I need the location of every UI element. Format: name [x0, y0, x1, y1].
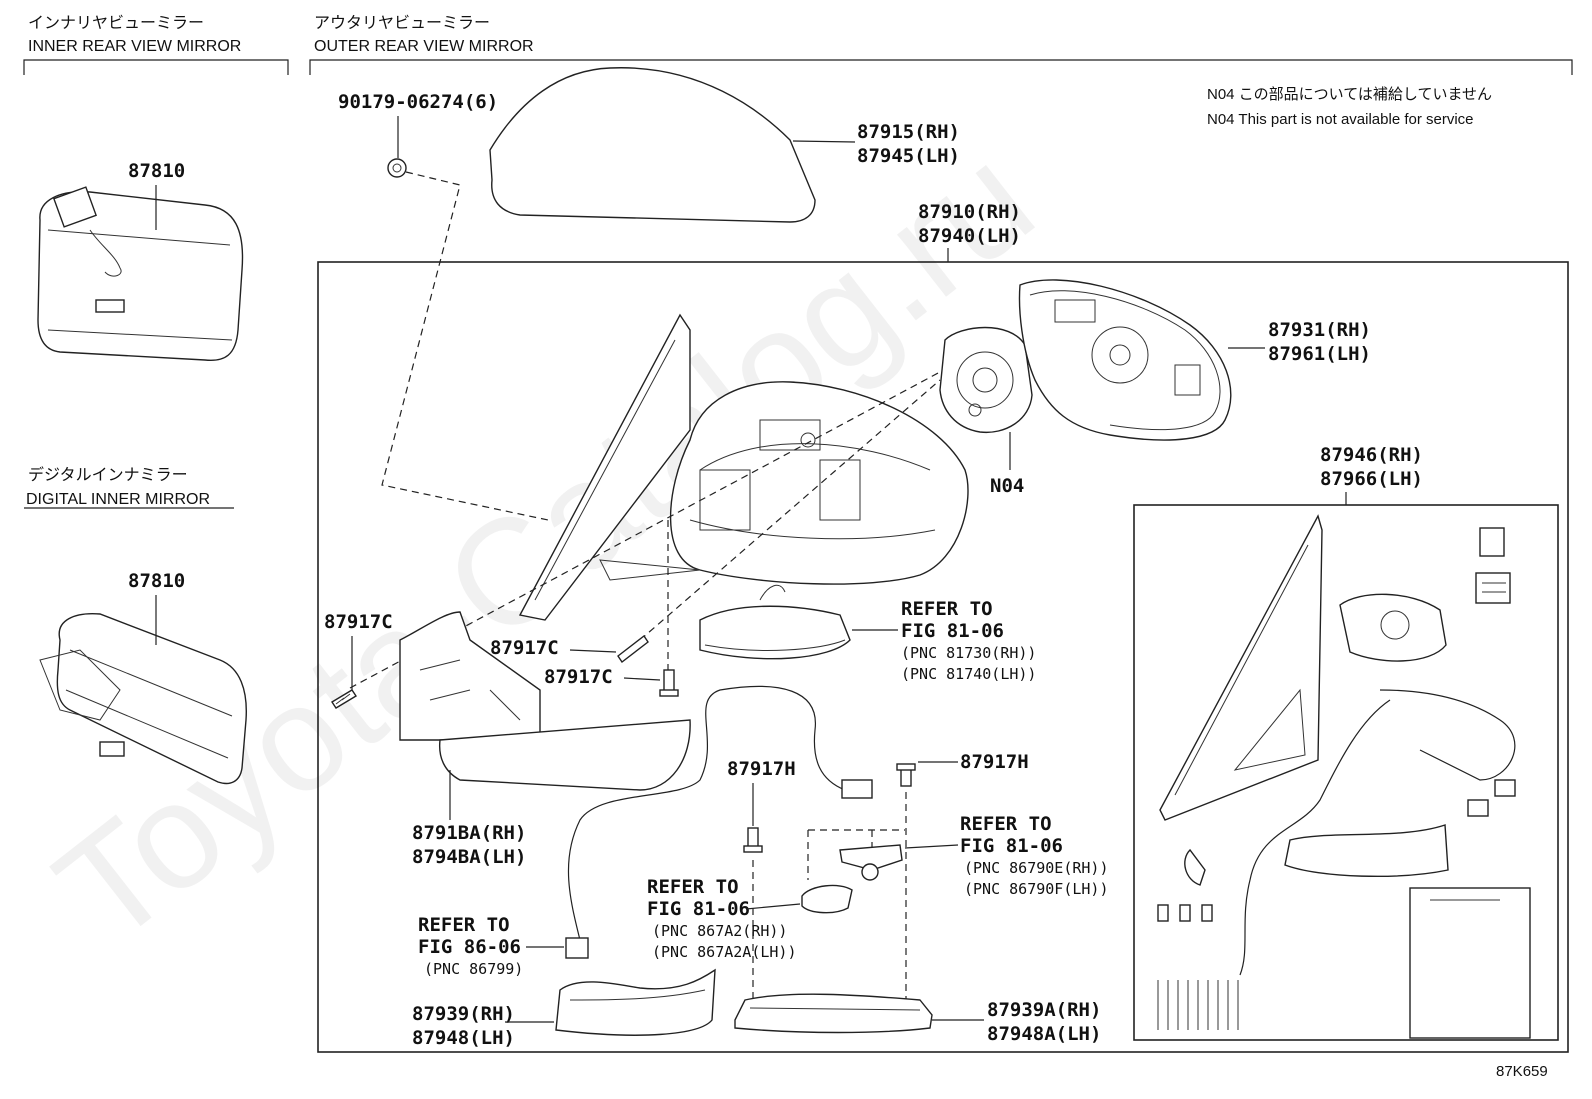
sub-motor-drawing: [1339, 593, 1447, 662]
screw-c-left: [331, 689, 357, 709]
sub-assembly-frame: [1133, 504, 1559, 1041]
digital-mirror-header: デジタルインナミラー DIGITAL INNER MIRROR: [24, 465, 234, 509]
screw-h2-part-number: 87917H: [960, 751, 1029, 773]
digital-mirror-drawing: [39, 613, 247, 785]
cover-lh-part-number: 87945(LH): [857, 145, 960, 167]
sub-lh-part-number: 87966(LH): [1320, 468, 1423, 490]
ref1-line1: REFER TO: [901, 598, 993, 620]
outer-header-jp: アウタリヤビューミラー: [314, 13, 490, 32]
inner-mirror-drawing: [37, 186, 244, 362]
assembly-frame: [317, 261, 1569, 1053]
mirror-glass-triangle: [518, 313, 691, 621]
mirror-housing-drawing: [599, 381, 969, 585]
cover39-lh-part-number: 87948(LH): [412, 1027, 515, 1049]
screw-c-mid: [617, 634, 649, 664]
digital-mirror-part-number: 87810: [128, 570, 185, 592]
assy-lh-part-number: 87940(LH): [918, 225, 1021, 247]
ref4-line2: FIG 86-06: [418, 936, 521, 958]
screw-c1-part-number: 87917C: [324, 611, 393, 633]
screw-h-left: [743, 827, 763, 853]
n04-label: N04: [990, 475, 1024, 497]
ref2-line2: FIG 81-06: [960, 835, 1063, 857]
outer-mirror-glass-drawing: [1018, 279, 1232, 441]
cover39-rh-part-number: 87939(RH): [412, 1003, 515, 1025]
outer-header-en: OUTER REAR VIEW MIRROR: [314, 38, 534, 55]
digital-header-en: DIGITAL INNER MIRROR: [26, 491, 210, 508]
lower-bracket-drawing: [399, 611, 691, 791]
ref1-line2: FIG 81-06: [901, 620, 1004, 642]
sensor-drawing: [839, 844, 903, 881]
outer-rh-part-number: 87931(RH): [1268, 319, 1371, 341]
nut-part-number: 90179-06274(6): [338, 91, 498, 113]
wire-connector-drawing: [565, 779, 873, 959]
inner-mirror-header: インナリヤビューミラー INNER REAR VIEW MIRROR: [23, 13, 289, 75]
sub-cover-drawing: [1284, 824, 1449, 877]
ref3-line1: REFER TO: [647, 876, 739, 898]
ref4-line1: REFER TO: [418, 914, 510, 936]
bracket-lh-part-number: 8794BA(LH): [412, 846, 526, 868]
turn-signal-drawing: [699, 584, 851, 660]
mirror-cover-drawing: [489, 67, 816, 223]
ref4-line3: (PNC 86799): [424, 960, 523, 978]
sub-rh-part-number: 87946(RH): [1320, 444, 1423, 466]
ref3-line3: (PNC 867A2(RH)): [652, 922, 787, 940]
screw-c-lower: [659, 669, 679, 697]
sub-connectors-drawing: [1475, 527, 1511, 604]
ref2-line4: (PNC 86790F(LH)): [964, 880, 1109, 898]
inner-header-jp: インナリヤビューミラー: [28, 13, 204, 32]
lower-cover-right-drawing: [734, 993, 933, 1034]
screw-h1-part-number: 87917H: [727, 758, 796, 780]
ref1-line4: (PNC 81740(LH)): [901, 665, 1036, 683]
outer-mirror-header: アウタリヤビューミラー OUTER REAR VIEW MIRROR: [309, 13, 1573, 75]
sub-screws-drawing: [1157, 848, 1213, 922]
ref1-line3: (PNC 81730(RH)): [901, 644, 1036, 662]
screw-c3-part-number: 87917C: [544, 666, 613, 688]
ref3-line4: (PNC 867A2A(LH)): [652, 943, 797, 961]
inner-mirror-part-number: 87810: [128, 160, 185, 182]
bracket-rh-part-number: 8791BA(RH): [412, 822, 526, 844]
cover39a-lh-part-number: 87948A(LH): [987, 1023, 1101, 1045]
lower-cover-left-drawing: [555, 968, 716, 1036]
outer-lh-part-number: 87961(LH): [1268, 343, 1371, 365]
cover39a-rh-part-number: 87939A(RH): [987, 999, 1101, 1021]
sub-label-card: [1409, 887, 1531, 1039]
figure-code: 87K659: [1496, 1063, 1548, 1080]
mirror-actuator-drawing: [939, 326, 1033, 434]
sub-harness-drawing: [1157, 689, 1516, 1030]
screw-c2-part-number: 87917C: [490, 637, 559, 659]
ref3-line2: FIG 81-06: [647, 898, 750, 920]
sub-glass-triangle: [1159, 514, 1323, 821]
cover-rh-part-number: 87915(RH): [857, 121, 960, 143]
note-jp: N04 この部品については補給していません: [1207, 86, 1492, 103]
screw-h-right: [896, 763, 916, 787]
ref2-line1: REFER TO: [960, 813, 1052, 835]
inner-header-en: INNER REAR VIEW MIRROR: [28, 38, 241, 55]
nut-drawing: [387, 158, 407, 178]
digital-header-jp: デジタルインナミラー: [28, 465, 188, 484]
service-note: N04 この部品については補給していません N04 This part is n…: [1207, 86, 1492, 128]
camera-drawing: [801, 884, 853, 914]
wire-harness-line: [567, 685, 846, 941]
ref2-line3: (PNC 86790E(RH)): [964, 859, 1109, 877]
note-en: N04 This part is not available for servi…: [1207, 111, 1474, 128]
assy-rh-part-number: 87910(RH): [918, 201, 1021, 223]
